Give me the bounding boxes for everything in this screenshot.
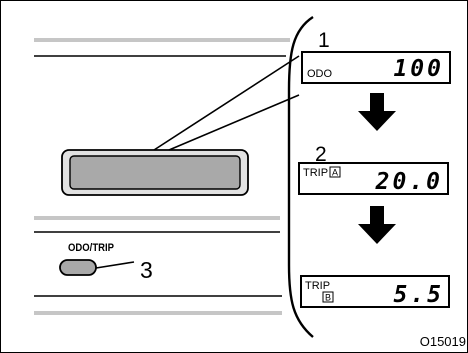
callout-number-1: 1 (318, 29, 330, 52)
callout-bracket (287, 15, 314, 338)
callout-number-3: 3 (140, 257, 153, 283)
trip-b-display: TRIP B 5.5 (300, 275, 450, 308)
dashboard-panel (34, 38, 290, 315)
zoom-lines (153, 55, 300, 151)
down-arrow-2 (358, 206, 396, 244)
button-label: ODO/TRIP (68, 242, 114, 254)
trip-b-value: 5.5 (393, 282, 444, 308)
callout-number-2: 2 (315, 143, 327, 166)
trip-b-mode-label: TRIP (305, 280, 330, 292)
trip-a-display: TRIP A 20.0 (298, 162, 449, 195)
figure-code: O15019 (420, 334, 466, 349)
odometer-display-window (61, 149, 249, 196)
button-leader-line (95, 261, 135, 269)
trip-a-mode-label: TRIP (303, 167, 328, 179)
trip-a-value: 20.0 (375, 169, 443, 195)
trip-a-badge: A (332, 168, 338, 178)
down-arrow-1 (358, 93, 396, 131)
trip-b-badge: B (325, 293, 331, 303)
odo-mode-label: ODO (307, 68, 333, 80)
odo-value: 100 (393, 56, 444, 82)
odo-display: ODO 100 (301, 51, 451, 84)
